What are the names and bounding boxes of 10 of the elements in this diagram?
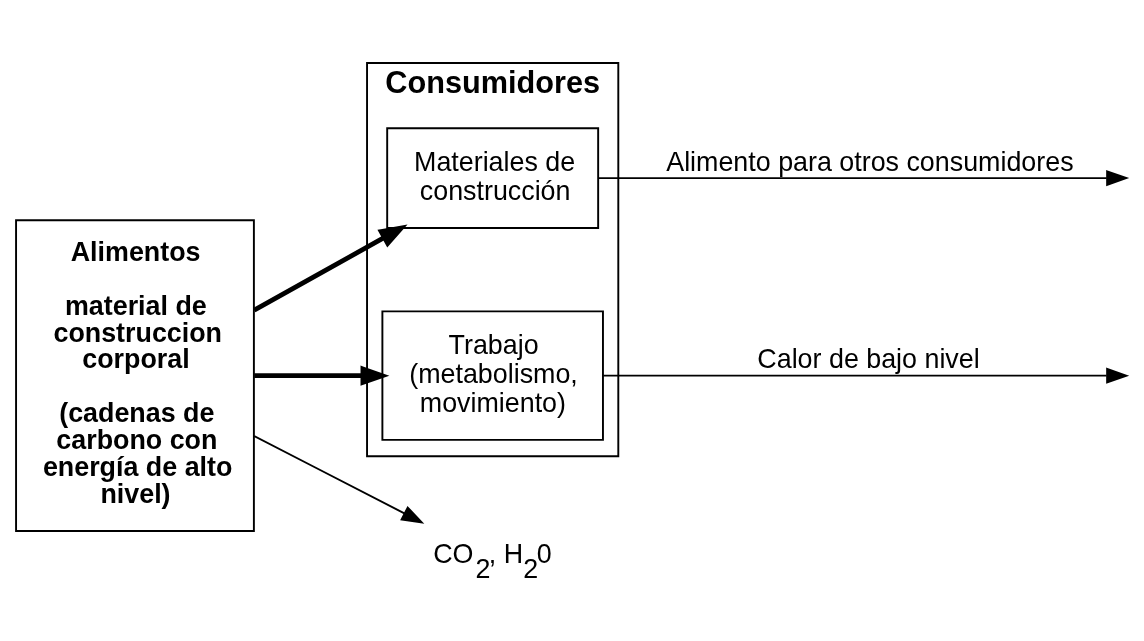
edge-label: Calor de bajo nivel <box>757 344 980 375</box>
edge-label: Alimento para otros consumidores <box>666 146 1074 177</box>
arrow <box>254 365 390 386</box>
arrow <box>597 170 1130 187</box>
arrow <box>253 224 408 313</box>
arrow <box>253 435 425 524</box>
node-box: Alimentos material de construccion corporal (cadenas de carbono con energía de alto nivel) <box>15 219 255 532</box>
node-box: Trabajo (metabolismo, movimiento) <box>381 310 604 441</box>
node-box: Materiales de construcción <box>386 127 600 229</box>
arrow <box>602 367 1130 384</box>
